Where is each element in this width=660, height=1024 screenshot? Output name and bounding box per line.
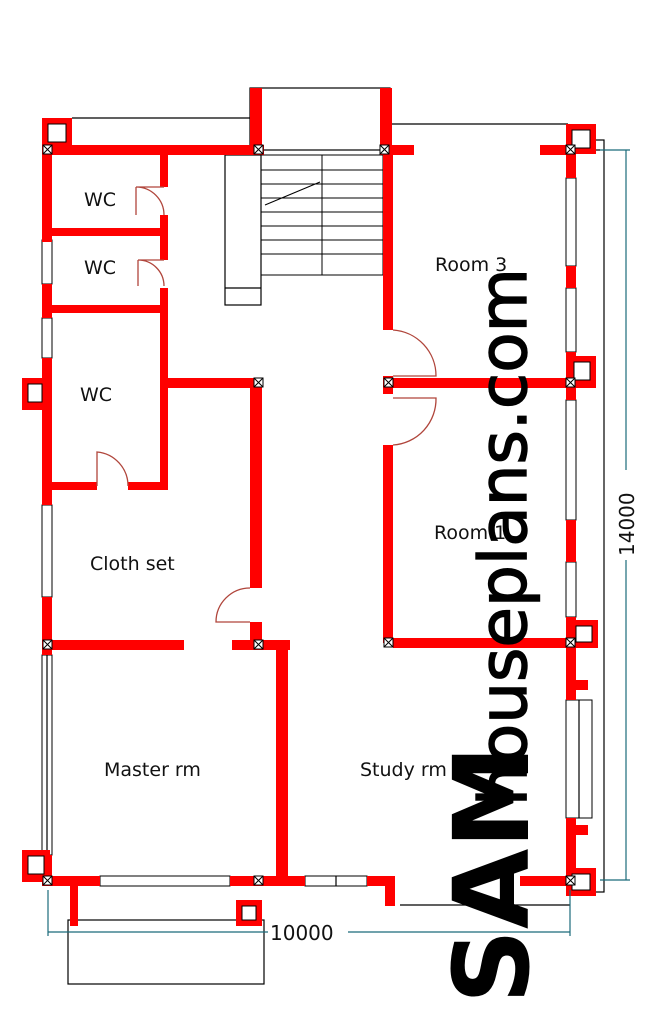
- room-label-cloth-set: Cloth set: [90, 553, 175, 575]
- watermark-site: houseplans.com: [465, 268, 542, 806]
- room-labels: WC WC WC Room 3 Room 1 Cloth set Master …: [80, 189, 507, 781]
- room-label-room-1: Room 1: [434, 522, 506, 544]
- columns: [22, 118, 598, 926]
- room-label-wc-1: WC: [84, 189, 116, 211]
- room-label-study-rm: Study rm: [360, 759, 447, 781]
- dimension-vertical: 14000: [600, 149, 639, 881]
- dimension-horizontal: 10000: [47, 890, 571, 945]
- room-label-master-rm: Master rm: [104, 759, 201, 781]
- staircase: [260, 154, 384, 276]
- room-label-room-3: Room 3: [435, 254, 507, 276]
- watermark-brand: SAM: [431, 745, 553, 1004]
- doors: [96, 186, 437, 623]
- watermark: houseplans.com SAM: [431, 267, 553, 1004]
- post-markers: [42, 144, 576, 886]
- dimension-width-label: 10000: [270, 921, 334, 945]
- room-label-wc-3: WC: [80, 384, 112, 406]
- room-label-wc-2: WC: [84, 257, 116, 279]
- dimension-height-label: 14000: [615, 492, 639, 556]
